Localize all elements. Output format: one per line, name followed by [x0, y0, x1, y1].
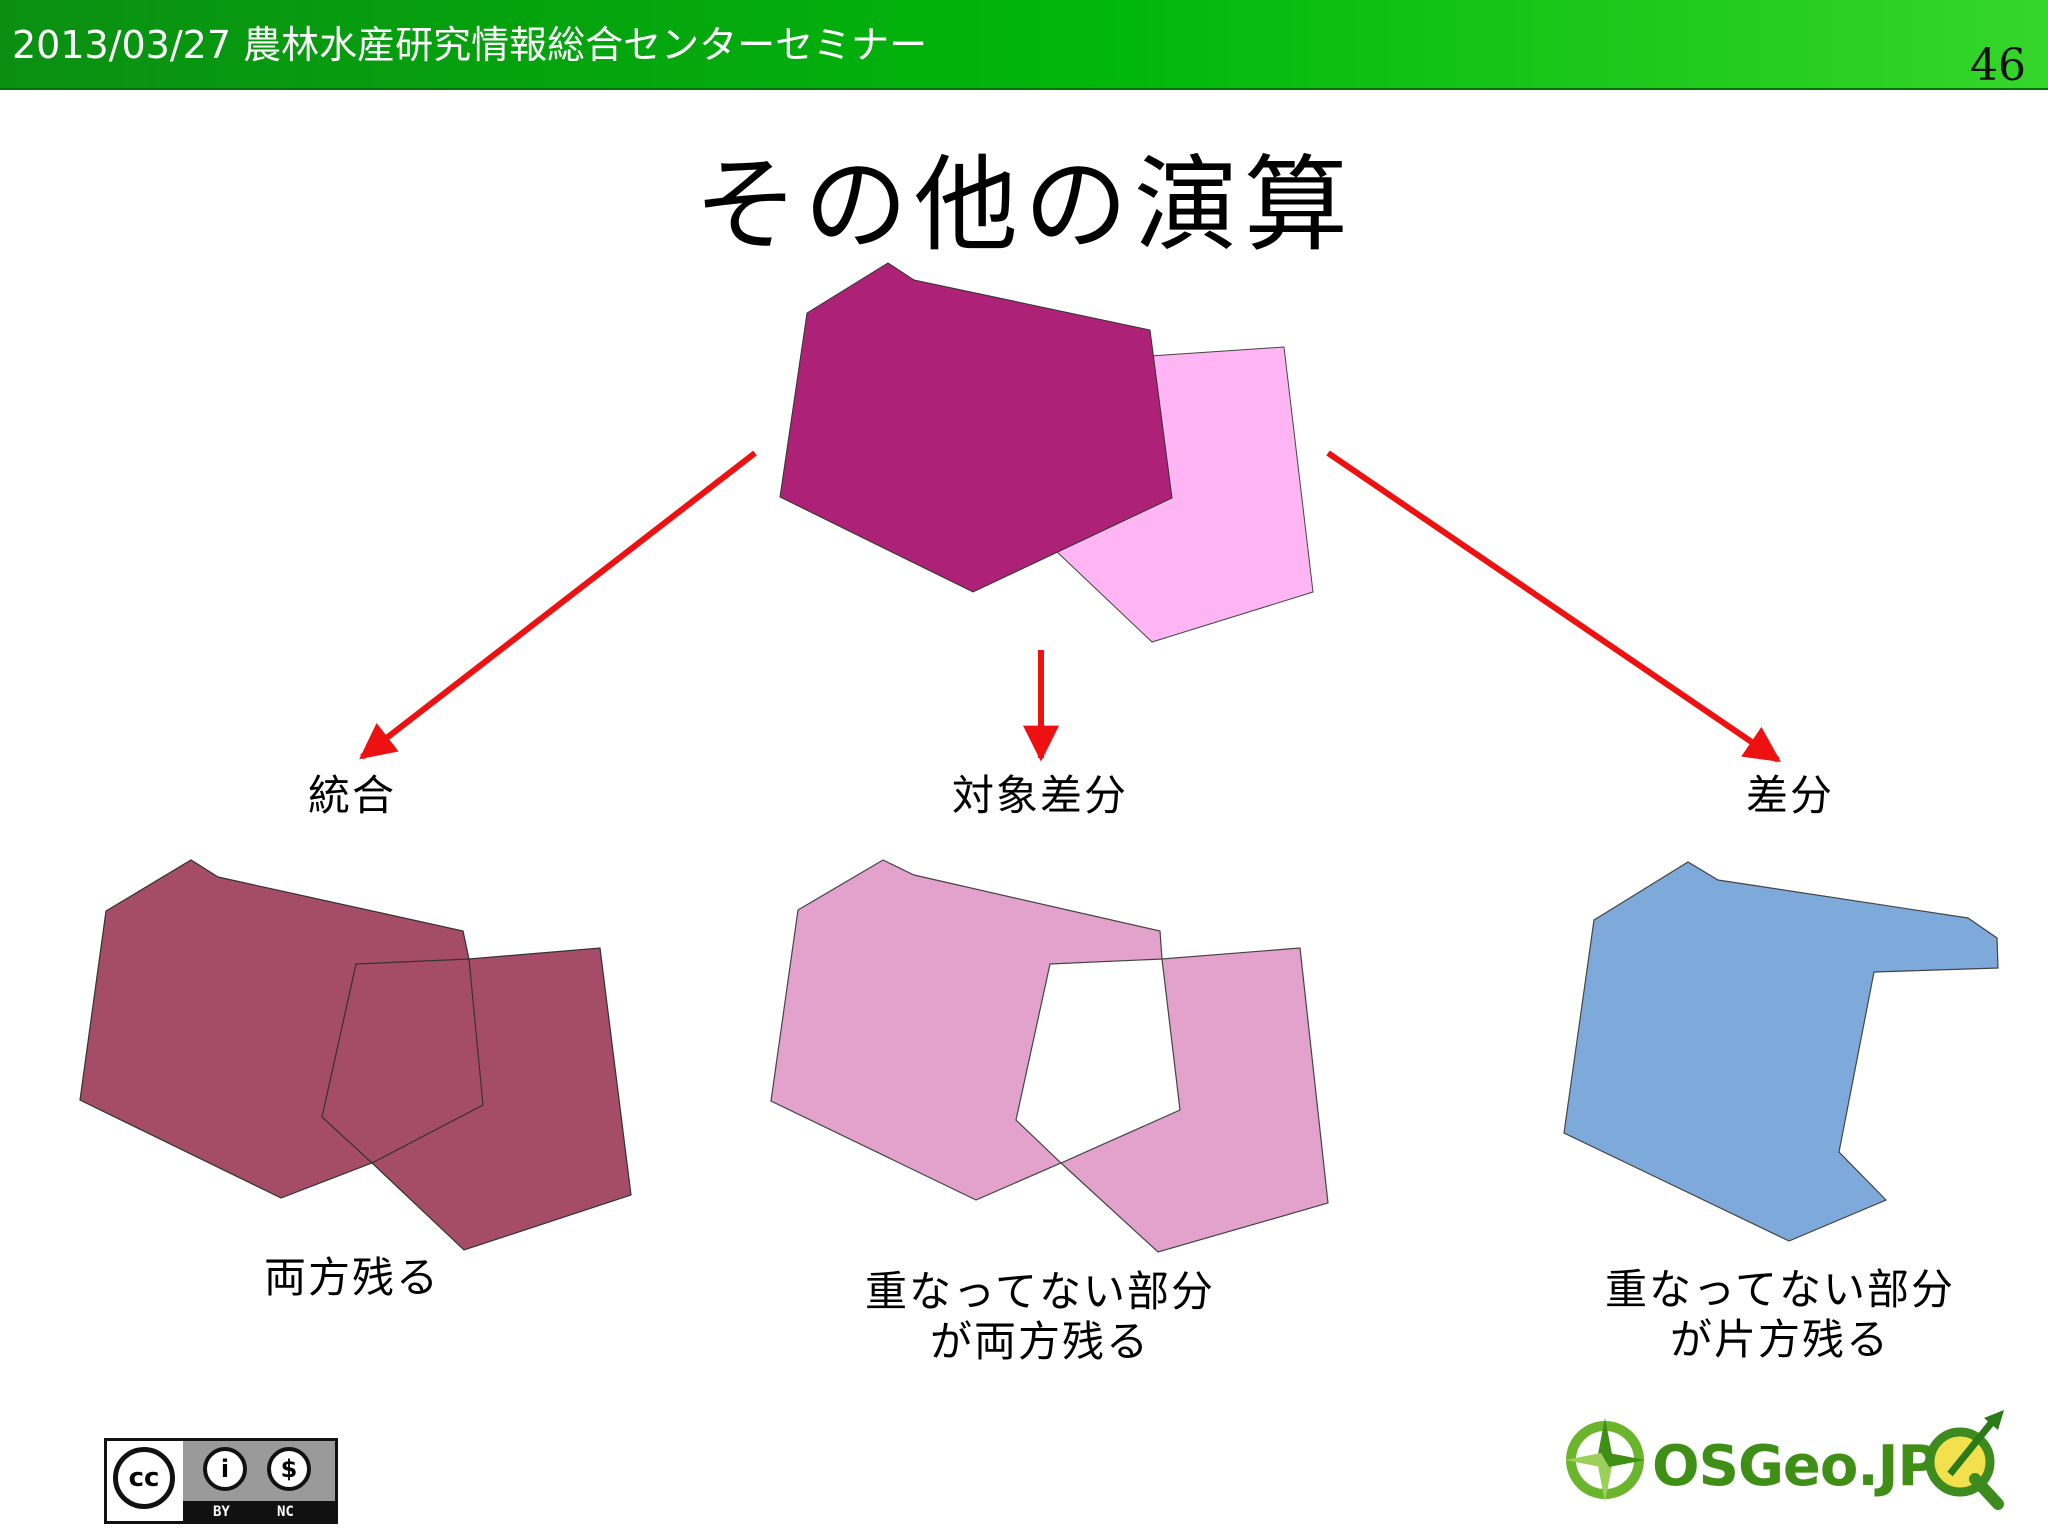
- caption-sym-diff-line2: が両方残る: [929, 1317, 1150, 1366]
- osgeo-logo-text: OSGeo.JP: [1652, 1434, 1939, 1499]
- cc-license-badge: cc i $ BY NC: [104, 1438, 338, 1524]
- caption-difference-line1: 重なってない部分: [1605, 1265, 1955, 1314]
- sym-diff-shape: [770, 859, 1329, 1253]
- cc-by-label: BY: [213, 1504, 230, 1520]
- source-polygon-a: [779, 262, 1173, 593]
- by-person-icon: i: [203, 1447, 247, 1491]
- cc-nc-label: NC: [277, 1504, 294, 1520]
- osgeo-logo: OSGeo.JP: [1560, 1400, 2040, 1530]
- union-inner-outline: [321, 958, 484, 1164]
- qgis-logo-icon: [1925, 1410, 2004, 1510]
- slide-number: 46: [1970, 40, 2026, 91]
- label-difference: 差分: [1745, 771, 1834, 820]
- label-sym-diff: 対象差分: [951, 771, 1128, 820]
- label-union: 統合: [307, 771, 396, 820]
- arrow-difference: [1326, 450, 1781, 763]
- arrow-union: [359, 450, 757, 760]
- cc-dark-band: [183, 1501, 335, 1521]
- cc-icon: cc: [113, 1447, 175, 1509]
- header-title: 2013/03/27 農林水産研究情報総合センターセミナー: [12, 23, 928, 67]
- slide-title: その他の演算: [693, 144, 1354, 266]
- caption-sym-diff-line1: 重なってない部分: [865, 1267, 1215, 1316]
- difference-shape: [1563, 861, 1999, 1242]
- caption-difference-line2: が片方残る: [1669, 1315, 1890, 1364]
- osgeo-compass-icon: [1565, 1418, 1645, 1502]
- caption-union: 両方残る: [263, 1253, 440, 1302]
- nc-dollar-icon: $: [267, 1447, 311, 1491]
- header-bar: 2013/03/27 農林水産研究情報総合センターセミナー: [0, 0, 2048, 90]
- union-shape: [79, 859, 632, 1251]
